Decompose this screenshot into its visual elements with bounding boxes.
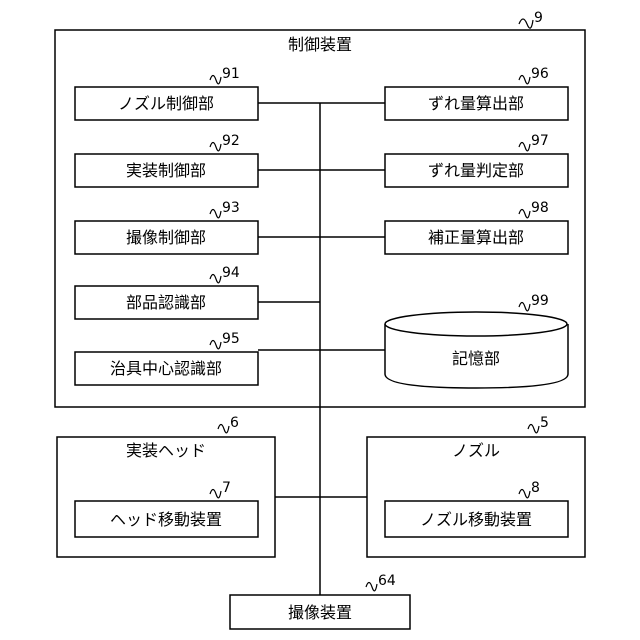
unit-imaging-control-label: 撮像制御部 [126, 228, 206, 247]
head-mover-ref: 7 [222, 480, 231, 496]
storage-label: 記憶部 [452, 349, 500, 368]
unit-imaging-control-ref: 93 [222, 200, 240, 216]
unit-mount-control-label: 実装制御部 [126, 161, 206, 180]
unit-component-recognition-ref: 94 [222, 265, 240, 281]
unit-component-recognition-label: 部品認識部 [126, 293, 206, 312]
nozzle-label: ノズル [452, 441, 500, 460]
mount-head-label: 実装ヘッド [126, 441, 206, 460]
unit-deviation-judge-ref: 97 [531, 133, 549, 149]
storage-ref: 99 [531, 293, 549, 309]
mount-head-ref: 6 [230, 415, 239, 431]
unit-nozzle-control-ref: 91 [222, 66, 240, 82]
nozzle-mover-ref: 8 [531, 480, 540, 496]
unit-jig-center-recognition-ref: 95 [222, 331, 240, 347]
imaging-device-ref: 64 [378, 573, 396, 589]
unit-correction-calc-label: 補正量算出部 [428, 228, 524, 247]
control-device-ref: 9 [534, 10, 543, 26]
imaging-device-label: 撮像装置 [288, 603, 352, 622]
unit-nozzle-control-label: ノズル制御部 [118, 94, 214, 113]
unit-jig-center-recognition-label: 治具中心認識部 [110, 359, 222, 378]
head-mover-label: ヘッド移動装置 [110, 510, 222, 529]
nozzle-ref: 5 [540, 415, 549, 431]
unit-deviation-calc-ref: 96 [531, 66, 549, 82]
unit-mount-control-ref: 92 [222, 133, 240, 149]
unit-deviation-calc-label: ずれ量算出部 [428, 94, 524, 113]
control-device-label: 制御装置 [288, 35, 352, 54]
ref-squiggle [519, 19, 533, 28]
unit-correction-calc-ref: 98 [531, 200, 549, 216]
unit-deviation-judge-label: ずれ量判定部 [428, 161, 524, 180]
nozzle-mover-label: ノズル移動装置 [420, 510, 532, 529]
